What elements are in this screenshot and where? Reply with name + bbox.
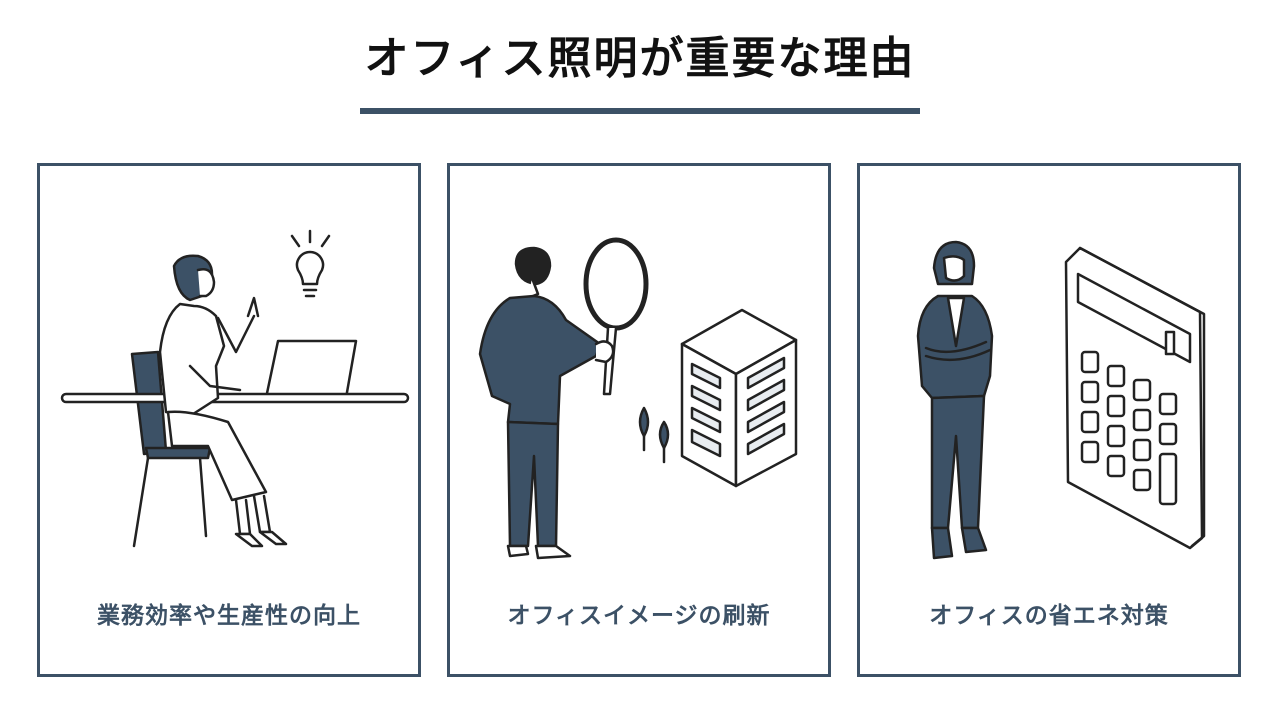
woman-at-desk-lightbulb-icon	[60, 229, 410, 548]
reason-card-energy-saving: オフィスの省エネ対策	[857, 163, 1241, 677]
title-underline	[360, 108, 920, 114]
page-title: オフィス照明が重要な理由	[364, 33, 916, 84]
card-label: オフィスの省エネ対策	[929, 603, 1169, 629]
reason-card-office-image: オフィスイメージの刷新	[447, 163, 831, 677]
card-label: オフィスイメージの刷新	[507, 603, 771, 629]
man-magnifier-building-icon	[478, 237, 798, 560]
woman-calculator-icon	[916, 240, 1206, 560]
card-label: 業務効率や生産性の向上	[97, 603, 361, 629]
reason-card-productivity: 業務効率や生産性の向上	[37, 163, 421, 677]
